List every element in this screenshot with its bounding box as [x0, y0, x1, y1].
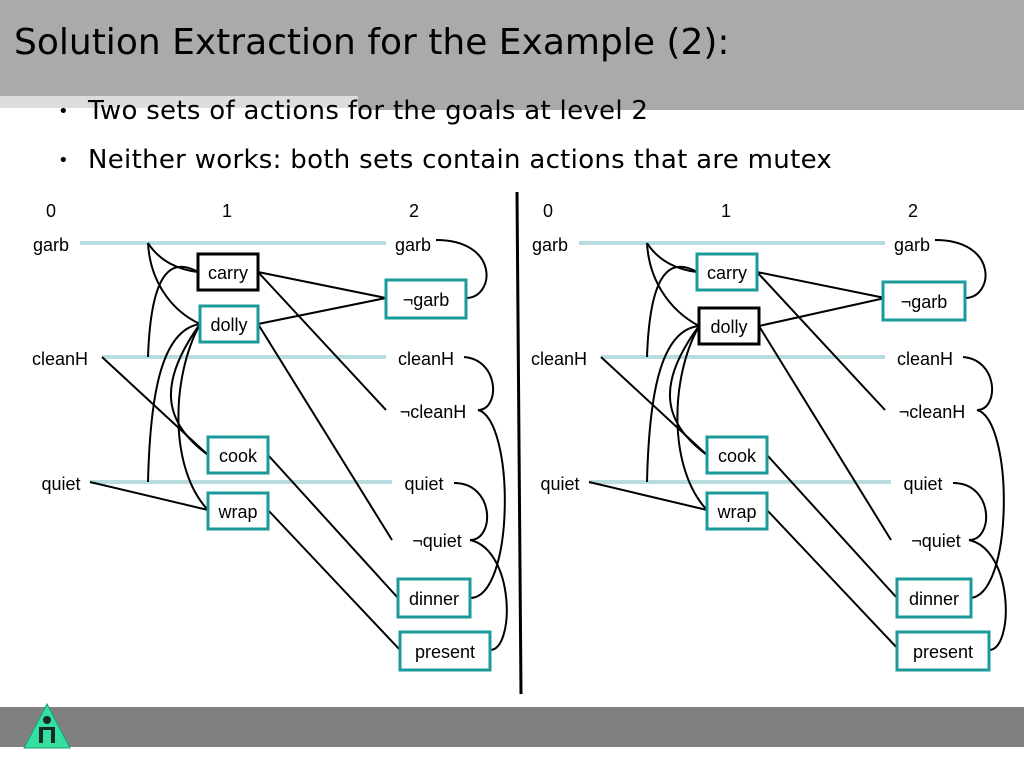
proposition-label: cleanH	[32, 349, 88, 369]
level-label: 0	[543, 201, 553, 221]
proposition-label: ¬garb	[901, 292, 948, 312]
bullet-dot: •	[58, 101, 69, 122]
level-label: 1	[721, 201, 731, 221]
proposition-label: ¬quiet	[911, 531, 961, 551]
action-label: cook	[219, 446, 258, 466]
panel-divider	[515, 191, 523, 695]
proposition-label: garb	[33, 235, 69, 255]
level-label: 2	[409, 201, 419, 221]
effect-edges	[257, 271, 401, 651]
footer-bar	[0, 707, 1024, 747]
action-box	[705, 491, 769, 531]
action-box	[705, 435, 769, 475]
proposition-label: present	[415, 642, 475, 662]
goal-box	[396, 577, 472, 619]
planning-graph-left: 0 1 2 g	[32, 201, 508, 672]
precondition-edges	[588, 242, 708, 511]
proposition-label: quiet	[903, 474, 942, 494]
bullet-text: Two sets of actions for the goals at lev…	[88, 96, 649, 126]
proposition-label: quiet	[404, 474, 443, 494]
proposition-label: quiet	[540, 474, 579, 494]
bullet-item: • Two sets of actions for the goals at le…	[58, 96, 648, 126]
proposition-label: garb	[532, 235, 568, 255]
title-bar-extension	[358, 96, 1024, 110]
proposition-label: cleanH	[531, 349, 587, 369]
precondition-edges	[89, 242, 209, 511]
proposition-label: ¬cleanH	[400, 402, 467, 422]
proposition-label: ¬quiet	[412, 531, 462, 551]
goal-box	[895, 577, 973, 619]
goal-box	[384, 278, 468, 320]
proposition-label: dinner	[409, 589, 459, 609]
proposition-label: garb	[395, 235, 431, 255]
planning-graph-right: 0 1 2 g	[531, 201, 1007, 672]
goal-box	[881, 280, 967, 322]
bullet-dot: •	[58, 150, 69, 171]
proposition-label: cleanH	[897, 349, 953, 369]
action-box	[695, 252, 759, 292]
bullet-text: Neither works: both sets contain actions…	[88, 145, 833, 175]
bullet-item: • Neither works: both sets contain action…	[58, 145, 832, 175]
mutex-arcs	[435, 239, 508, 651]
action-box	[206, 435, 270, 475]
title-bar	[0, 0, 1024, 96]
action-label: dolly	[210, 315, 247, 335]
mutex-arcs	[934, 239, 1007, 651]
level-label: 0	[46, 201, 56, 221]
logo-icon	[23, 702, 71, 749]
action-label: dolly	[710, 317, 747, 337]
level-label: 2	[908, 201, 918, 221]
proposition-label: ¬cleanH	[899, 402, 966, 422]
action-box	[206, 491, 270, 531]
action-label: cook	[718, 446, 757, 466]
action-box	[198, 304, 260, 344]
action-label: carry	[707, 263, 747, 283]
action-box-selected	[196, 252, 260, 292]
goal-box	[398, 630, 492, 672]
level-label: 1	[222, 201, 232, 221]
action-label: carry	[208, 263, 248, 283]
proposition-label: quiet	[41, 474, 80, 494]
effect-edges	[756, 271, 900, 651]
proposition-label: dinner	[909, 589, 959, 609]
proposition-label: garb	[894, 235, 930, 255]
proposition-label: ¬garb	[403, 290, 450, 310]
action-label: wrap	[217, 502, 257, 522]
slide-title: Solution Extraction for the Example (2):	[14, 22, 730, 63]
action-box-selected	[697, 306, 761, 346]
title-accent-strip	[0, 96, 358, 108]
proposition-label: present	[913, 642, 973, 662]
action-label: wrap	[716, 502, 756, 522]
proposition-label: cleanH	[398, 349, 454, 369]
goal-box	[895, 630, 991, 672]
